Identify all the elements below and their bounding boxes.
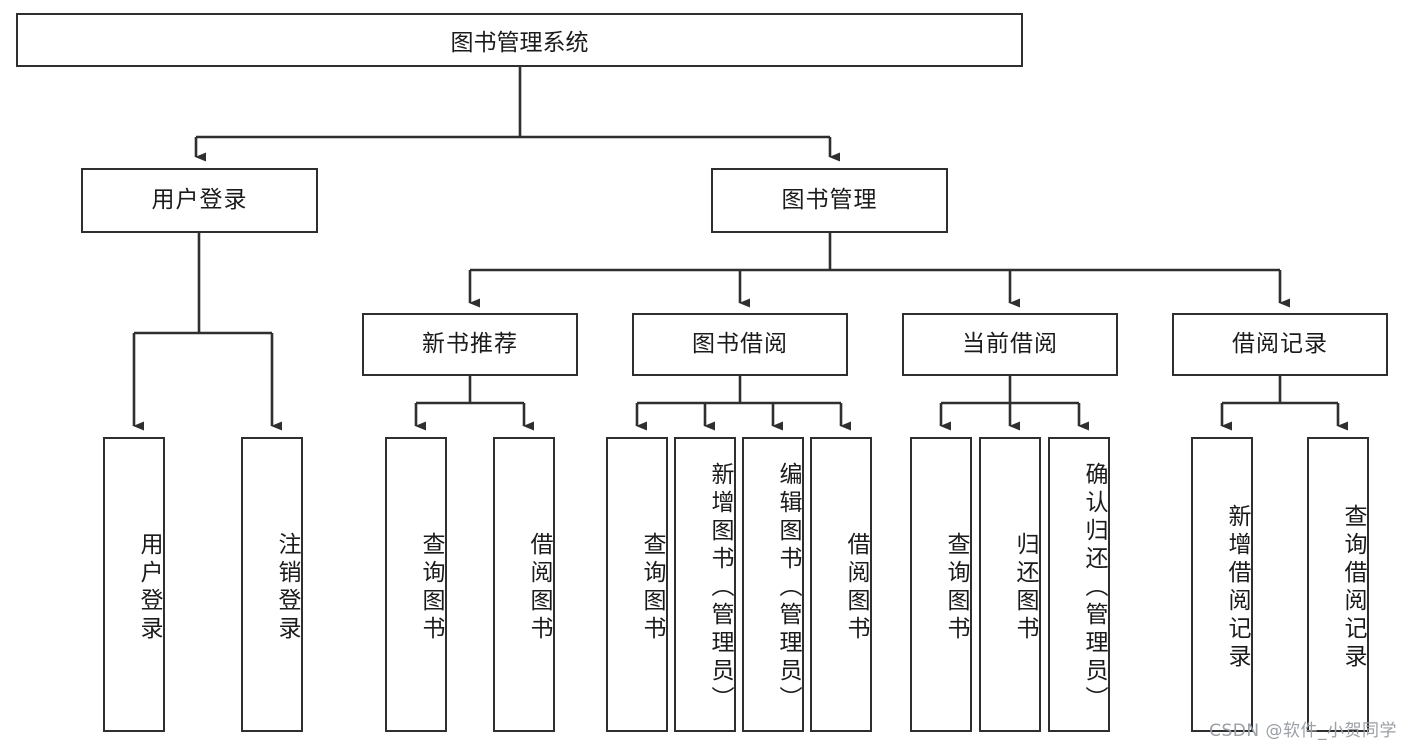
node-label: 当前借阅 [962,330,1058,357]
node-label: 编辑图书（管理员） [775,461,801,714]
node-current-borrow[interactable]: 当前借阅 [902,313,1118,376]
leaf-book-borrow-add-book-admin[interactable]: 新增图书（管理员） [674,437,736,732]
node-label: 图书管理系统 [450,30,589,56]
node-label: 新增图书（管理员） [707,461,733,714]
node-label: 用户登录 [136,531,162,644]
node-label: 查询图书 [639,531,665,644]
leaf-new-book-query-book[interactable]: 查询图书 [385,437,447,732]
node-label: 新增借阅记录 [1224,503,1250,672]
node-label: 查询借阅记录 [1340,503,1366,672]
node-label: 用户登录 [151,186,248,213]
node-new-book-recommend[interactable]: 新书推荐 [362,313,578,376]
leaf-borrow-record-add-record[interactable]: 新增借阅记录 [1191,437,1253,732]
leaf-user-login-logout[interactable]: 注销登录 [241,437,303,732]
node-label: 注销登录 [274,531,300,644]
node-label: 借阅记录 [1232,330,1328,357]
leaf-book-borrow-borrow-book[interactable]: 借阅图书 [810,437,872,732]
leaf-current-borrow-confirm-return-admin[interactable]: 确认归还（管理员） [1048,437,1110,732]
node-label: 借阅图书 [843,531,869,644]
node-label: 借阅图书 [526,531,552,644]
leaf-book-borrow-edit-book-admin[interactable]: 编辑图书（管理员） [742,437,804,732]
node-label: 确认归还（管理员） [1081,461,1107,714]
leaf-current-borrow-return-book[interactable]: 归还图书 [979,437,1041,732]
node-book-borrow[interactable]: 图书借阅 [632,313,848,376]
node-label: 新书推荐 [422,330,518,357]
node-label: 查询图书 [943,531,969,644]
node-label: 归还图书 [1012,531,1038,644]
leaf-user-login-login[interactable]: 用户登录 [103,437,165,732]
node-user-login[interactable]: 用户登录 [81,168,318,233]
node-root-library-system[interactable]: 图书管理系统 [16,13,1023,67]
leaf-new-book-borrow-book[interactable]: 借阅图书 [493,437,555,732]
leaf-current-borrow-query-book[interactable]: 查询图书 [910,437,972,732]
node-borrow-record[interactable]: 借阅记录 [1172,313,1388,376]
leaf-borrow-record-query-record[interactable]: 查询借阅记录 [1307,437,1369,732]
node-book-management[interactable]: 图书管理 [711,168,948,233]
node-label: 图书管理 [781,186,878,213]
node-label: 查询图书 [418,531,444,644]
node-label: 图书借阅 [692,330,788,357]
leaf-book-borrow-query-book[interactable]: 查询图书 [606,437,668,732]
